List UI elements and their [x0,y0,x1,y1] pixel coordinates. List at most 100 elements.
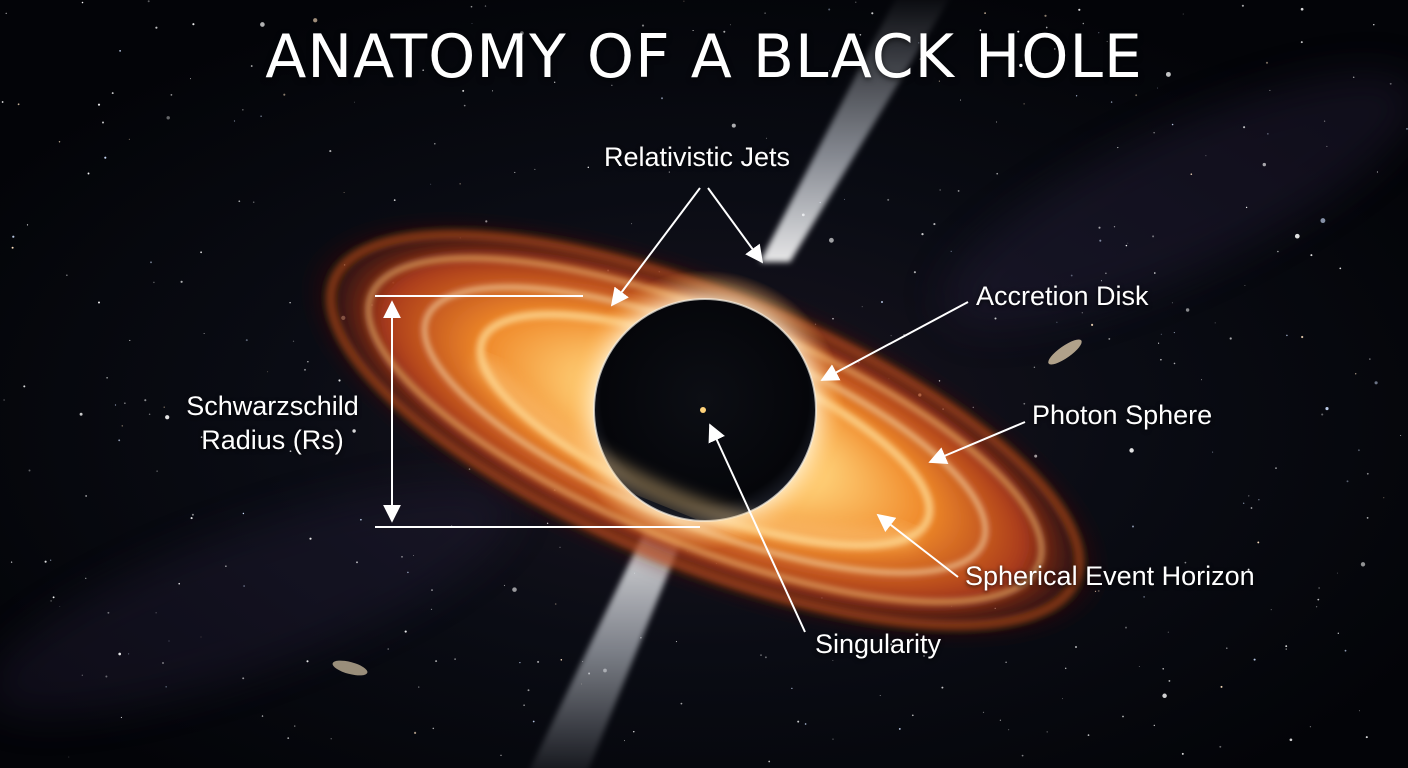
star [283,93,286,96]
star [260,22,265,27]
star [1138,666,1140,667]
star [1098,226,1101,229]
star [329,150,332,153]
star [1201,379,1202,381]
star [887,198,890,201]
star [1017,30,1020,33]
star [1339,267,1342,270]
star [1320,218,1326,224]
star [1167,631,1169,633]
star [1099,239,1102,242]
star [1285,648,1287,650]
star [1373,24,1375,26]
star [1108,337,1111,340]
star [50,559,52,561]
star [129,339,131,341]
label-spherical-event-horizon: Spherical Event Horizon [965,561,1255,591]
star [1226,647,1228,649]
star [260,115,262,118]
star [200,251,202,254]
star [1243,502,1245,504]
star [1229,337,1232,340]
star [1129,448,1134,453]
star [503,584,506,587]
star [330,738,332,740]
star [1162,693,1167,699]
star [1087,734,1090,736]
star [1154,272,1156,274]
star [343,191,345,193]
star [1162,668,1164,670]
star [683,0,685,2]
star [1262,162,1266,167]
star [162,662,164,664]
event-horizon-arrow [876,513,959,578]
star [203,332,205,334]
star [1257,541,1260,544]
star [28,469,31,472]
star [1244,285,1246,286]
star [155,26,158,29]
star [519,661,521,664]
star [1075,95,1078,97]
star [1091,323,1094,326]
star [414,731,417,734]
star [764,12,766,14]
star [1253,658,1256,661]
schwarzschild-line2: Radius (Rs) [201,425,344,455]
star [879,695,881,696]
star [520,31,524,35]
star [1376,171,1378,173]
star [1247,568,1250,571]
star [859,33,862,36]
star [1337,632,1339,634]
star [17,103,20,106]
star [871,12,874,15]
star [1352,76,1355,78]
star [1081,312,1083,314]
star [641,24,645,27]
star [668,171,670,173]
star [1045,26,1048,29]
star [150,261,152,264]
star [1258,499,1260,501]
star [1321,413,1324,416]
star [180,280,183,283]
star [1153,724,1155,727]
star [1205,155,1207,157]
star [354,101,355,103]
star [804,723,807,725]
star [1113,226,1116,228]
star [1366,517,1369,519]
star [252,201,255,203]
star [843,198,845,200]
accretion-disk-front [474,355,916,545]
star [1032,66,1035,69]
star [245,339,248,342]
distant-galaxy-small [332,660,368,676]
star [664,161,666,163]
star [1165,71,1171,77]
star [984,12,986,14]
star [1325,407,1329,411]
star [1241,4,1244,7]
star [292,340,295,342]
star [85,495,87,497]
star [560,659,563,661]
star [1346,480,1349,483]
star [890,643,893,646]
star [1360,562,1366,567]
star [1214,322,1216,324]
star [1005,661,1007,663]
star [1212,451,1214,453]
star [66,274,68,276]
star [106,376,108,379]
star [1190,173,1193,175]
star [163,406,165,408]
star [430,608,433,611]
star [1143,596,1145,598]
star [166,116,170,120]
star [114,404,117,406]
star [1168,679,1171,682]
star [500,754,502,756]
